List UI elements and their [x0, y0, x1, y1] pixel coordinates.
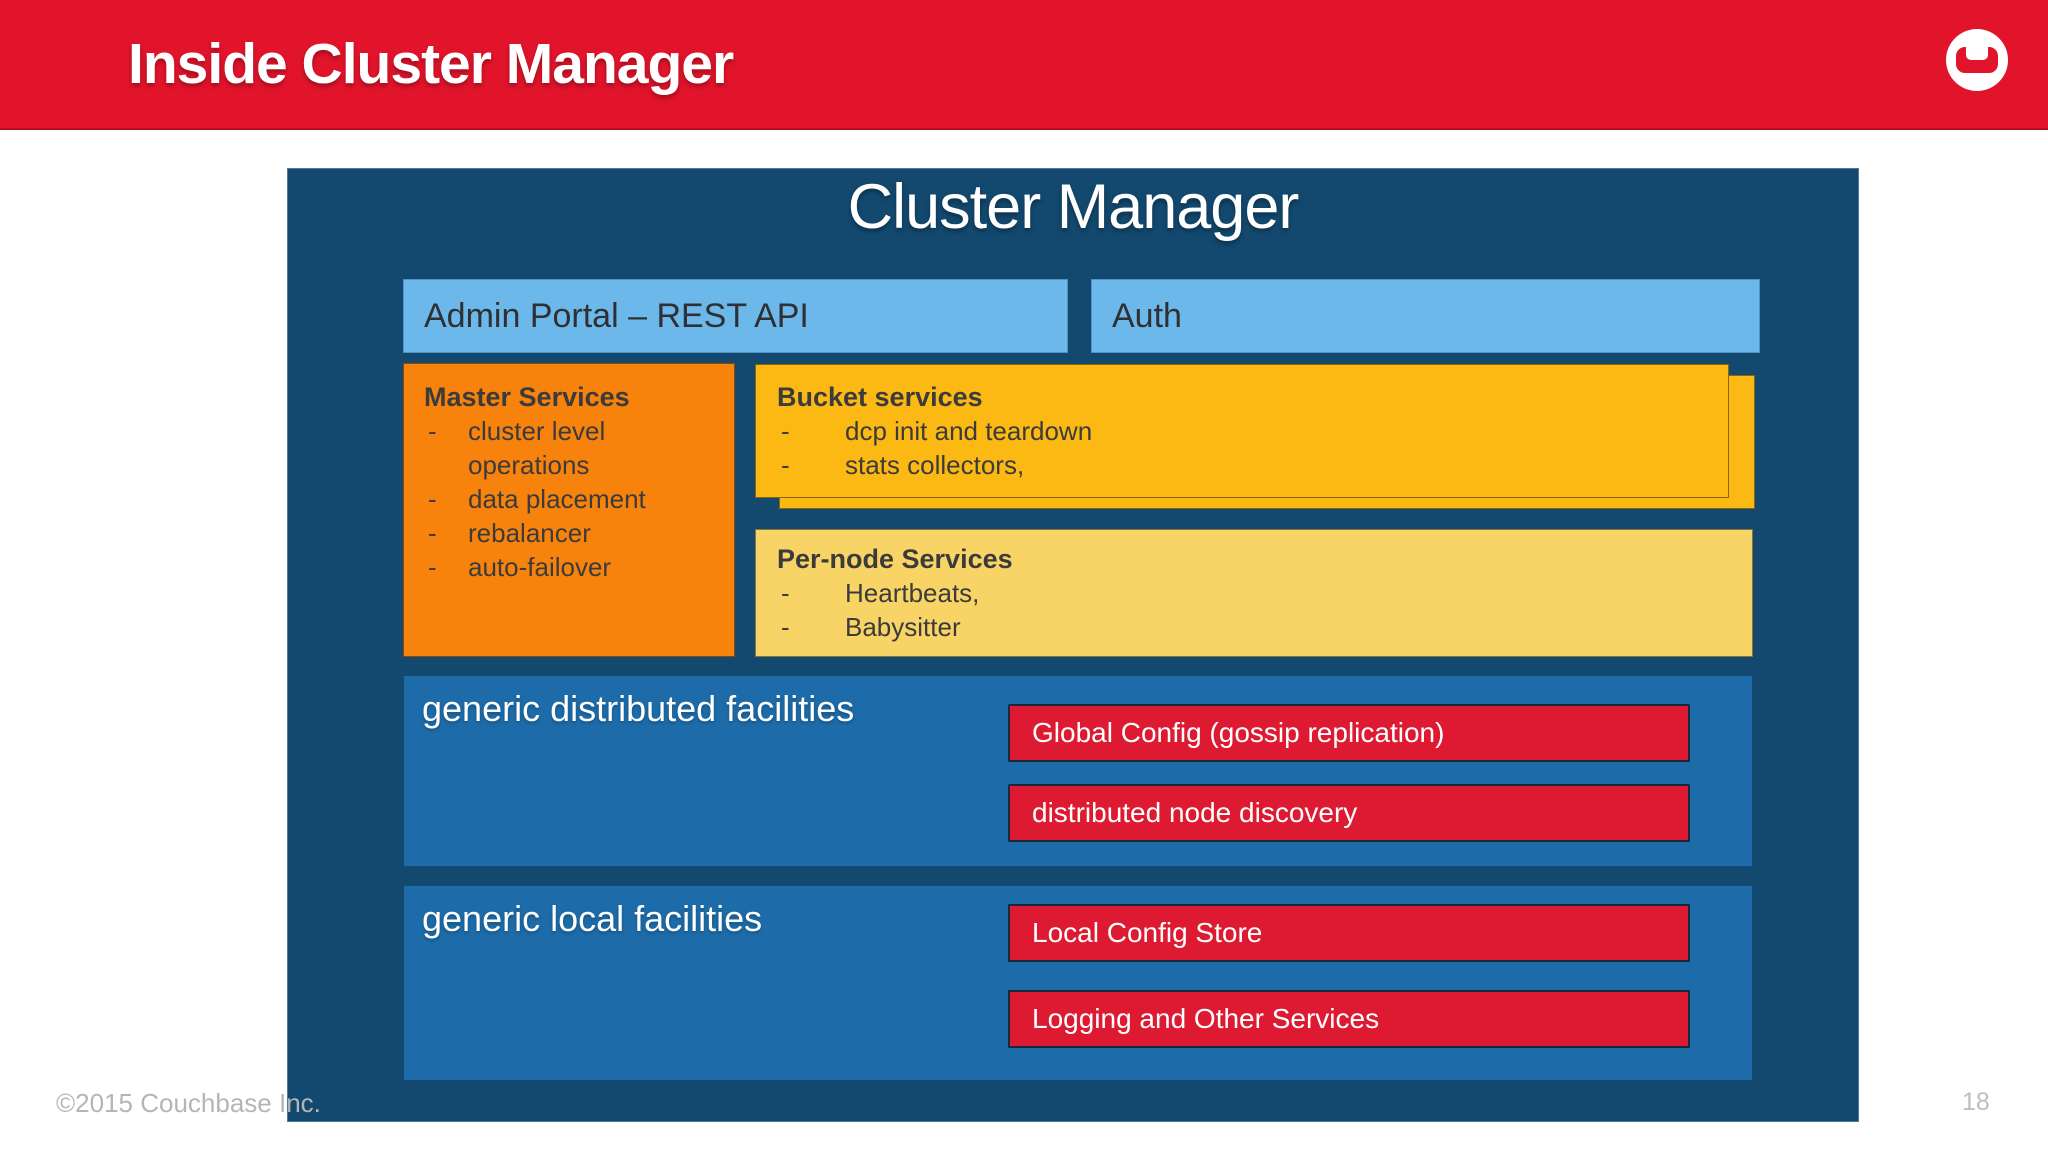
auth-label: Auth: [1112, 296, 1182, 335]
list-item: - Heartbeats,: [777, 576, 1738, 610]
bullet-dash: -: [781, 450, 790, 480]
per-node-services-list: - Heartbeats, - Babysitter: [777, 576, 1738, 644]
bullet-dash: -: [781, 416, 790, 446]
footer-copyright: ©2015 Couchbase Inc.: [56, 1088, 321, 1118]
local-facilities-box: generic local facilities Local Config St…: [403, 885, 1753, 1081]
list-item: - cluster level operations: [424, 414, 724, 482]
bullet-dash: -: [781, 578, 790, 608]
list-item: - rebalancer: [424, 516, 724, 550]
node-discovery-box: distributed node discovery: [1008, 784, 1690, 842]
logging-services-box: Logging and Other Services: [1008, 990, 1690, 1048]
admin-portal-label: Admin Portal – REST API: [424, 296, 809, 335]
auth-box: Auth: [1091, 279, 1760, 353]
bucket-services-box: Bucket services - dcp init and teardown …: [755, 364, 1729, 498]
per-node-services-title: Per-node Services: [777, 544, 1013, 574]
bucket-services-list: - dcp init and teardown - stats collecto…: [777, 414, 1714, 482]
bullet-dash: -: [781, 612, 790, 642]
cluster-manager-panel: Cluster Manager Admin Portal – REST API …: [287, 168, 1859, 1122]
distributed-facilities-label: generic distributed facilities: [422, 688, 855, 729]
couchbase-logo-icon: [1946, 29, 2008, 91]
bucket-services-title: Bucket services: [777, 382, 983, 412]
global-config-box: Global Config (gossip replication): [1008, 704, 1690, 762]
slide-title: Inside Cluster Manager: [128, 32, 734, 96]
master-services-box: Master Services - cluster level operatio…: [403, 363, 735, 657]
master-services-list: - cluster level operations - data placem…: [424, 414, 724, 584]
list-item: - Babysitter: [777, 610, 1738, 644]
page-number: 18: [1962, 1088, 1990, 1116]
list-item: - data placement: [424, 482, 724, 516]
distributed-facilities-box: generic distributed facilities Global Co…: [403, 675, 1753, 867]
local-facilities-label: generic local facilities: [422, 898, 763, 939]
list-item: - dcp init and teardown: [777, 414, 1714, 448]
couch-notch: [1966, 47, 1988, 60]
list-item: - auto-failover: [424, 550, 724, 584]
bullet-dash: -: [428, 484, 437, 514]
per-node-services-box: Per-node Services - Heartbeats, - Babysi…: [755, 529, 1753, 657]
bullet-dash: -: [428, 518, 437, 548]
panel-title: Cluster Manager: [847, 172, 1300, 242]
header-bar: [0, 0, 2048, 130]
local-config-store-box: Local Config Store: [1008, 904, 1690, 962]
bullet-dash: -: [428, 552, 437, 582]
list-item: - stats collectors,: [777, 448, 1714, 482]
master-services-title: Master Services: [424, 382, 630, 412]
admin-portal-box: Admin Portal – REST API: [403, 279, 1068, 353]
bullet-dash: -: [428, 416, 437, 446]
